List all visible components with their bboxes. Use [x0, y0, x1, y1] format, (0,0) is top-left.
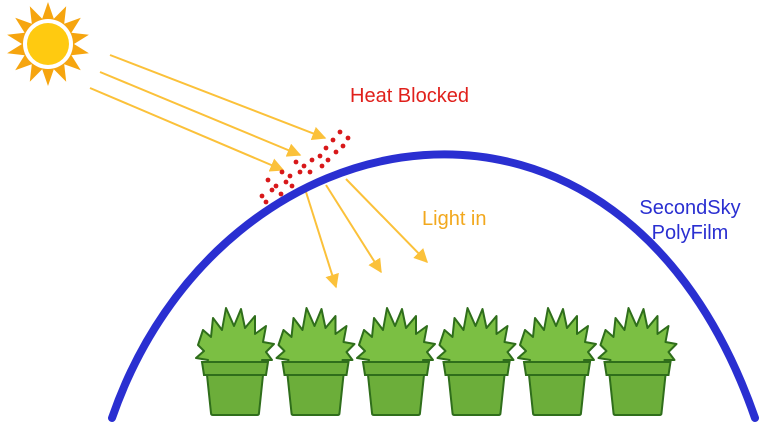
polyfilm-arch: [108, 150, 759, 422]
heat-dot: [297, 169, 303, 175]
pot-rim: [200, 361, 270, 376]
incoming-ray: [99, 71, 302, 157]
pot-body: [286, 374, 345, 416]
heat-dot: [273, 183, 279, 189]
pot-rim: [603, 361, 672, 376]
heat-dot: [278, 191, 284, 197]
pot-rim: [522, 361, 592, 376]
plant-leaves: [275, 307, 356, 371]
heat-dot: [287, 173, 293, 179]
sun-icon: [7, 2, 89, 86]
heat-dot: [319, 163, 325, 169]
potted-plant-icon: [356, 307, 436, 416]
sun-core: [27, 23, 69, 65]
polyfilm-label-line1: SecondSky: [639, 197, 741, 219]
plant-leaves: [436, 307, 517, 371]
heat-dot: [317, 153, 323, 159]
incoming-ray: [89, 87, 285, 172]
potted-plant-icon: [195, 307, 275, 416]
heat-dot: [333, 149, 339, 155]
plant-leaves: [356, 307, 436, 371]
heat-dot: [293, 159, 299, 165]
heat-dot: [269, 187, 275, 193]
transmitted-ray: [325, 184, 382, 274]
pot-body: [366, 374, 426, 416]
potted-plant-icon: [436, 307, 517, 416]
heat-dot: [259, 193, 265, 199]
light-in-label: Light in: [422, 208, 487, 230]
plant-leaves: [517, 307, 597, 371]
heat-dot: [309, 157, 315, 163]
heat-dot: [279, 169, 285, 175]
plant-leaves: [597, 307, 678, 371]
plant-leaves: [195, 307, 275, 371]
heat-dot: [289, 183, 295, 189]
transmitted-ray: [345, 178, 428, 264]
pot-body: [205, 374, 265, 416]
transmitted-rays: [305, 178, 428, 289]
potted-plant-icon: [275, 307, 356, 416]
pot-rim: [281, 361, 350, 376]
plant-row: [195, 307, 678, 416]
potted-plant-icon: [597, 307, 678, 416]
heat-dot: [265, 177, 271, 183]
pot-rim: [442, 361, 511, 376]
heat-dot: [345, 135, 351, 141]
pot-body: [527, 374, 587, 416]
heat-dot: [323, 145, 329, 151]
pot-rim: [361, 361, 431, 376]
polyfilm-label: SecondSky PolyFilm: [626, 196, 754, 246]
heat-blocked-label: Heat Blocked: [350, 85, 469, 107]
incoming-rays: [89, 54, 327, 172]
heat-particles: [259, 129, 351, 205]
potted-plant-icon: [517, 307, 597, 416]
heat-dot: [337, 129, 343, 135]
heat-dot: [330, 137, 336, 143]
pot-body: [608, 374, 667, 416]
heat-dot: [307, 169, 313, 175]
polyfilm-label-line2: PolyFilm: [651, 222, 729, 244]
pot-body: [447, 374, 506, 416]
heat-dot: [325, 157, 331, 163]
heat-dot: [340, 143, 346, 149]
heat-dot: [283, 179, 289, 185]
heat-dot: [263, 199, 269, 205]
incoming-ray: [109, 54, 327, 140]
transmitted-ray: [305, 191, 339, 289]
heat-dot: [301, 163, 307, 169]
